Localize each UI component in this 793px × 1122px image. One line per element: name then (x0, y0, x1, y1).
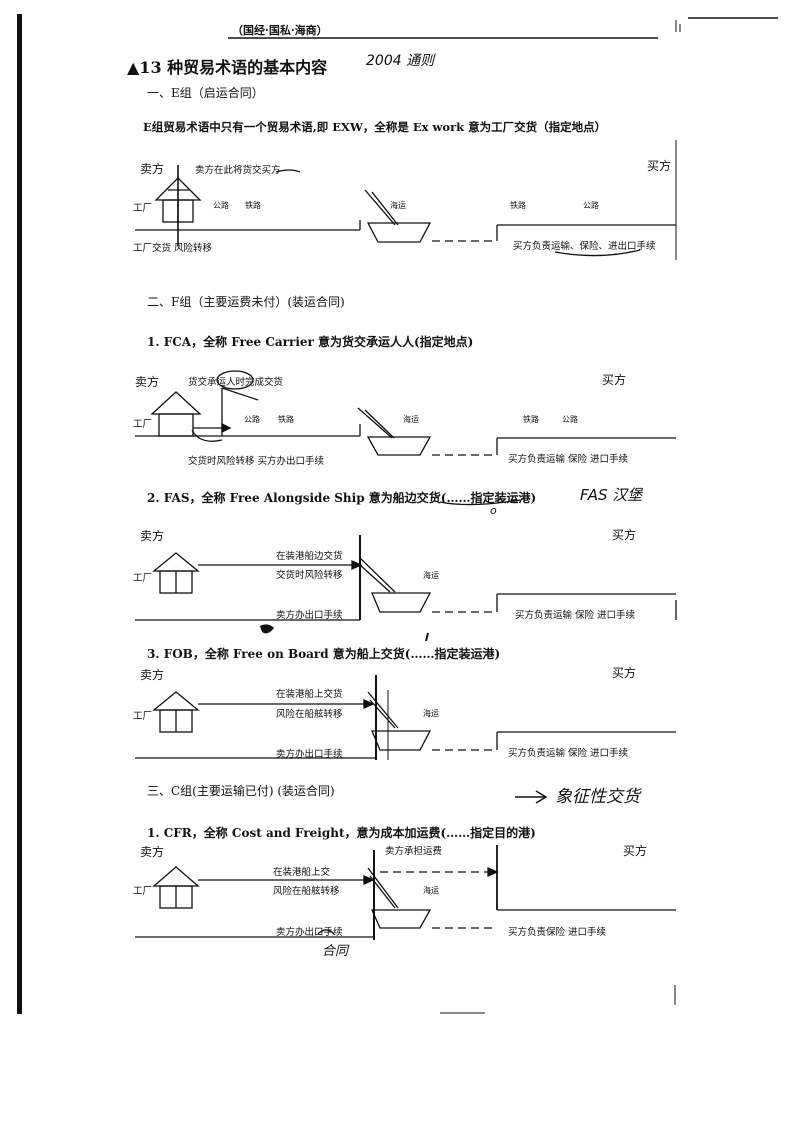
seller-label: 卖方 (140, 529, 165, 543)
buyer-label: 买方 (612, 528, 637, 542)
section-heading-f: 二、F组（主要运费未付）(装运合同) (147, 295, 345, 309)
factory-label: 工厂 (133, 711, 153, 722)
fob-title: 3. FOB，全称 Free on Board 意为船上交货(……指定装运港) (147, 647, 501, 661)
seller-duty-note: 卖方办出口手续 (276, 927, 343, 938)
buyer-label: 买方 (602, 373, 627, 387)
handwritten-note: FAS 汉堡 (580, 486, 643, 504)
road-label: 公路 (562, 415, 578, 424)
rail-label: 铁路 (523, 415, 539, 424)
buyer-duty-note: 买方负责运输、保险、进出口手续 (513, 241, 656, 252)
seller-label: 卖方 (140, 845, 165, 859)
delivery-note: 在装港船上交 (273, 867, 331, 878)
handwritten-note: 合同 (322, 944, 349, 959)
handwritten-note: 2004 通则 (366, 53, 435, 69)
e-group-intro: E组贸易术语中只有一个贸易术语,即 EXW，全称是 Ex work 意为工厂交货… (143, 120, 607, 134)
handover-note: 货交承运人时完成交货 (188, 377, 284, 388)
buyer-label: 买方 (623, 844, 648, 858)
fas-title: 2. FAS，全称 Free Alongside Ship 意为船边交货(……指… (147, 491, 537, 505)
handwritten-note: 象征性交货 (555, 787, 640, 807)
cfr-title: 1. CFR，全称 Cost and Freight，意为成本加运费(……指定目… (147, 826, 536, 840)
buyer-duty-note: 买方负责保险 进口手续 (508, 927, 607, 938)
buyer-duty-note: 买方负责运输 保险 进口手续 (515, 610, 636, 621)
risk-note: 交货时风险转移 (276, 570, 343, 581)
fca-title: 1. FCA，全称 Free Carrier 意为货交承运人人(指定地点) (147, 335, 474, 349)
delivery-note: 在装港船上交货 (276, 689, 343, 700)
factory-label: 工厂 (133, 419, 153, 430)
seller-duty-note: 工厂交货 风险转移 (133, 243, 213, 254)
rail-label: 铁路 (510, 201, 526, 210)
seller-label: 卖方 (135, 375, 160, 389)
buyer-label: 买方 (612, 666, 637, 680)
rail-label: 铁路 (245, 201, 261, 210)
road-label: 公路 (244, 415, 260, 424)
factory-label: 工厂 (133, 886, 153, 897)
rail-label: 铁路 (278, 415, 294, 424)
factory-label: 工厂 (133, 573, 153, 584)
factory-label: 工厂 (133, 203, 153, 214)
seller-duty-note: 交货时风险转移 买方办出口手续 (188, 456, 325, 467)
delivery-note: 在装港船边交货 (276, 551, 343, 562)
section-heading-c: 三、C组(主要运输已付) (装运合同) (147, 784, 335, 798)
buyer-duty-note: 买方负责运输 保险 进口手续 (508, 748, 629, 759)
sea-label: 海运 (423, 571, 439, 580)
section-heading-e: 一、E组（启运合同） (147, 86, 264, 100)
risk-note: 风险在船舷转移 (276, 709, 343, 720)
running-header: （国经·国私·海商） (232, 24, 328, 37)
seller-label: 卖方 (140, 668, 165, 682)
seller-label: 卖方 (140, 162, 165, 176)
seller-duty-note: 卖方办出口手续 (276, 610, 343, 621)
sea-label: 海运 (390, 201, 406, 210)
page-title: ▲13 种贸易术语的基本内容 (127, 58, 328, 77)
handwritten-mark: o (490, 504, 497, 517)
buyer-duty-note: 买方负责运输 保险 进口手续 (508, 454, 629, 465)
sea-label: 海运 (423, 886, 439, 895)
seller-duty-note: 卖方办出口手续 (276, 749, 343, 760)
handover-note: 卖方在此将货交买方 (195, 165, 281, 176)
road-label: 公路 (213, 201, 229, 210)
sea-label: 海运 (423, 709, 439, 718)
freight-note: 卖方承担运费 (385, 846, 443, 857)
buyer-label: 买方 (647, 159, 672, 173)
risk-note: 风险在船舷转移 (273, 886, 340, 897)
road-label: 公路 (583, 201, 599, 210)
sea-label: 海运 (403, 415, 419, 424)
